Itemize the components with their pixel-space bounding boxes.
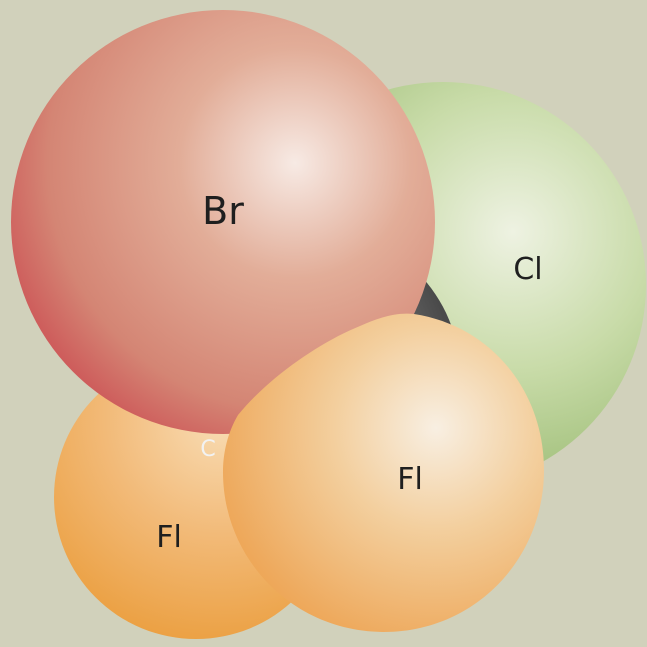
bromine-label: Br [202,189,244,233]
fluorine-left-label: Fl [156,520,182,555]
fluorine-atom-front [223,313,544,632]
chlorine-label: Cl [513,252,542,287]
carbon-label: C [200,437,215,462]
fluorine-front-label: Fl [397,462,423,497]
bromine-atom [11,10,435,434]
